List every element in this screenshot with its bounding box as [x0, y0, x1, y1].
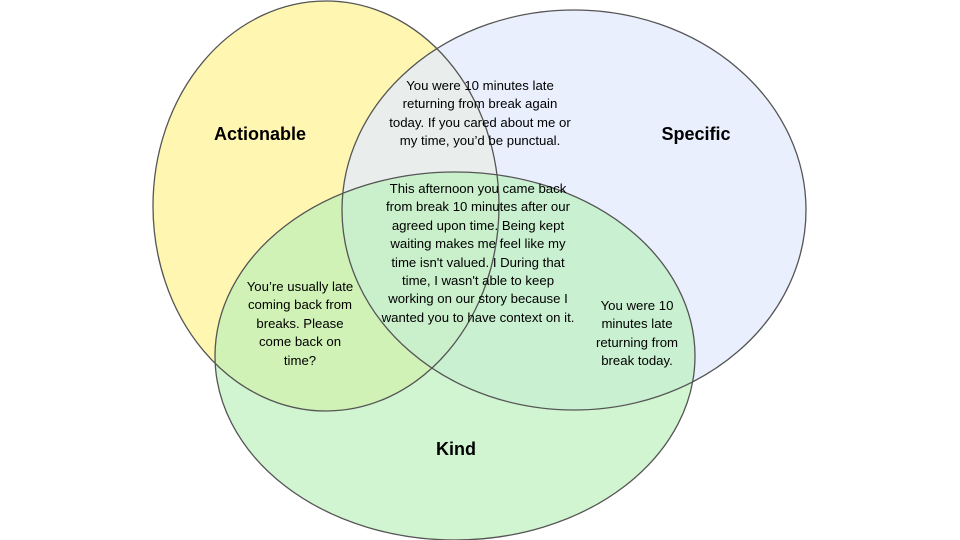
kind-label: Kind	[436, 439, 476, 459]
actionable-kind-text: You’re usually late coming back from bre…	[246, 279, 354, 368]
kind-outline	[214, 171, 696, 540]
kind-circle	[215, 172, 695, 540]
actionable-outline	[152, 0, 500, 412]
actionable-label: Actionable	[213, 124, 306, 144]
all-three-text: This afternoon you came back from break …	[381, 181, 575, 325]
specific-kind-text: You were 10 minutes late returning from …	[595, 298, 679, 369]
specific-label: Specific	[661, 124, 731, 144]
specific-outline	[341, 9, 807, 411]
actionable-specific-text: You were 10 minutes late returning from …	[389, 78, 571, 149]
